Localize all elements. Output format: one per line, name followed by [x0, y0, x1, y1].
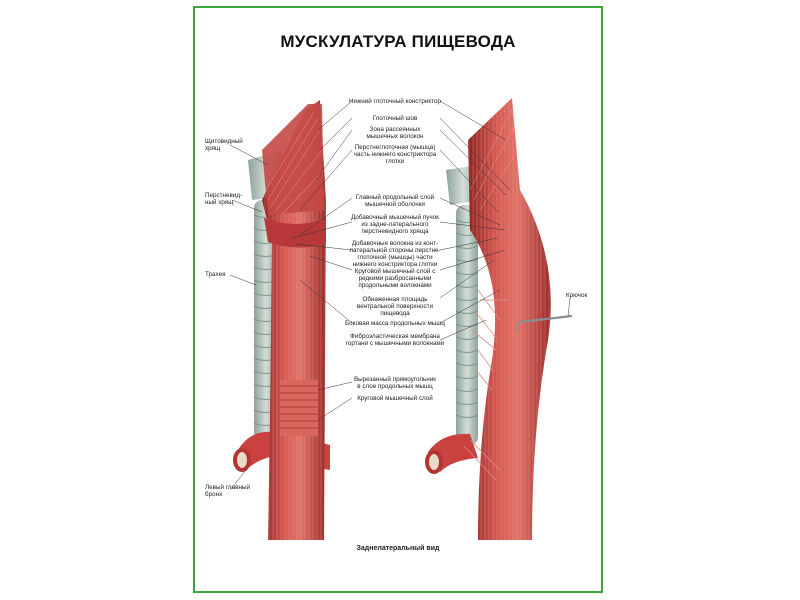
label-hook: Крючок	[566, 292, 588, 299]
label-inferior-constrictor: Нижний глоточный констриктор	[348, 98, 442, 105]
label-circular-layer: Круговой мышечный слой	[357, 395, 433, 402]
label-accessory-fibers: Добавочные волокна из конт-латеральной с…	[349, 240, 441, 268]
right-esophagus	[463, 98, 573, 540]
label-lateral-mass: Боковая масса продольных мышц	[345, 320, 445, 327]
label-cricopharyngeus: Перстнеглоточная (мышца)часть нижнего ко…	[353, 144, 437, 165]
label-trachea: Трахея	[205, 271, 226, 278]
leader-lines	[229, 100, 571, 491]
view-caption: Заднелатеральный вид	[356, 545, 440, 552]
label-pharyngeal-raphe: Глоточный шов	[372, 115, 418, 122]
left-esophagus	[262, 100, 326, 540]
poster-title: МУСКУЛАТУРА ПИЩЕВОДА	[280, 32, 516, 51]
label-cricoid-cartilage: Перстневид-ный хрящ	[205, 192, 243, 206]
